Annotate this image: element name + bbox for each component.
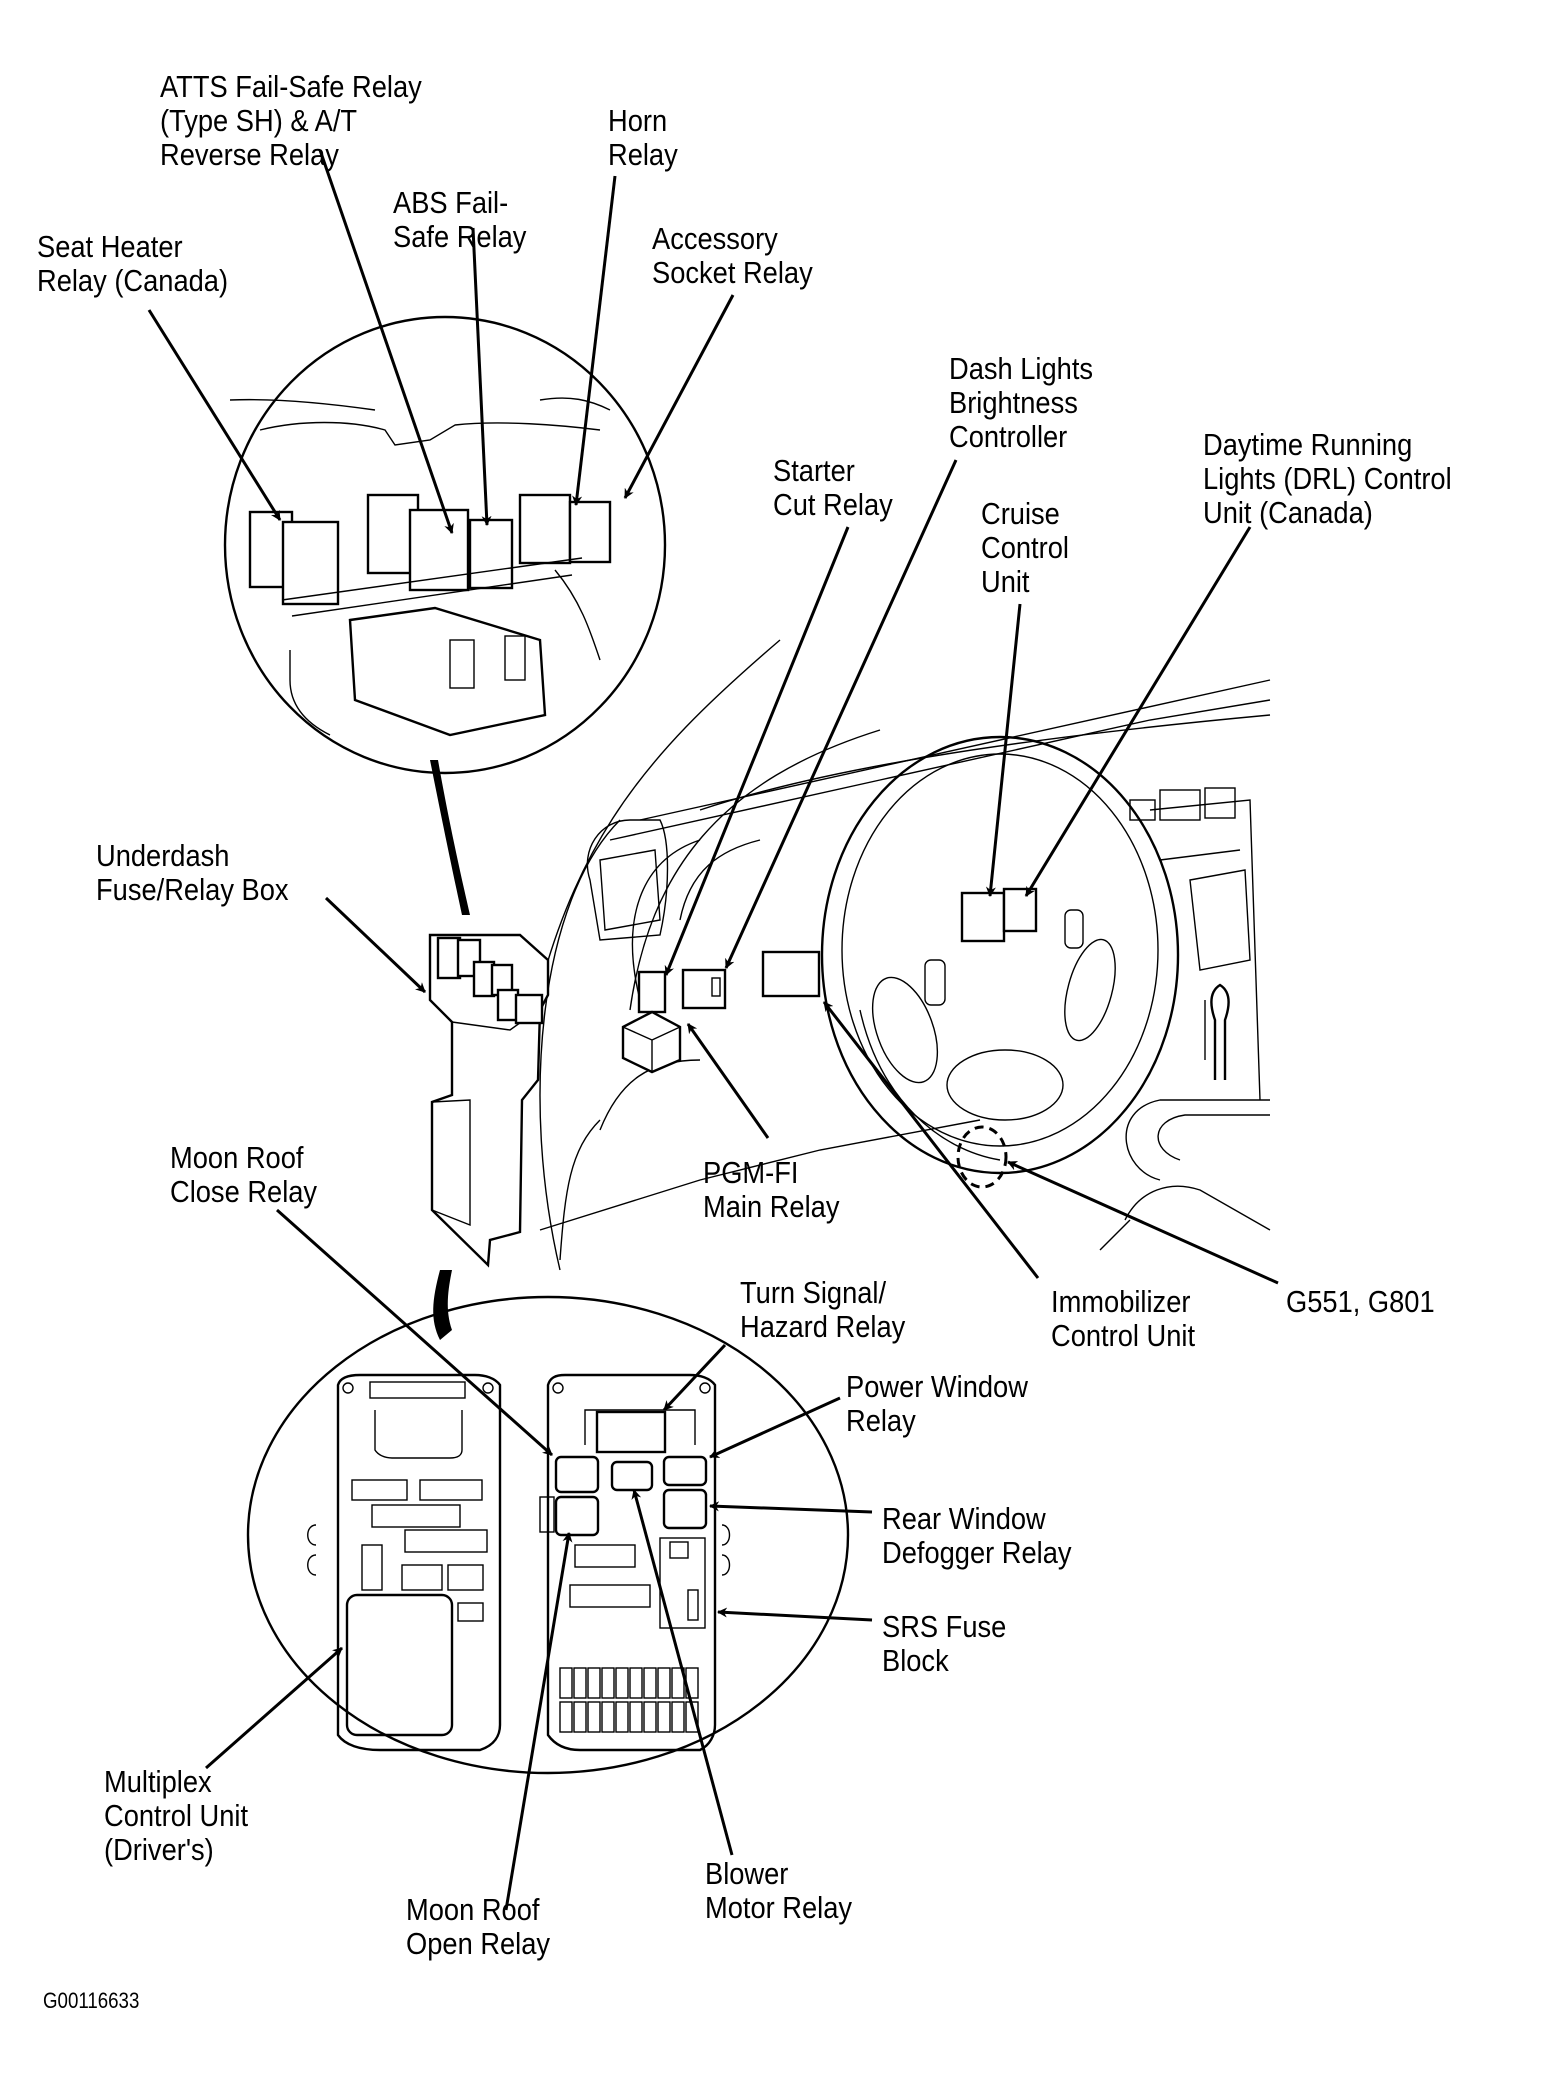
leader-rear-window: [709, 1501, 873, 1514]
dash-components: [621, 887, 1038, 1189]
moon-roof-open-relay: [554, 1495, 600, 1537]
figure-id: G00116633: [43, 1988, 140, 2013]
label-moon-roof-close-relay: Moon Roof Close Relay: [170, 1140, 318, 1209]
label-moon-roof-open-relay: Moon Roof Open Relay: [406, 1892, 551, 1961]
leader-dash-lights: [724, 459, 958, 969]
bottom-detail-circle: [246, 1295, 850, 1775]
label-pgm-fi-main-relay: PGM-FI Main Relay: [703, 1155, 840, 1224]
leader-drl: [1024, 526, 1252, 897]
turn-signal-relay: [595, 1410, 667, 1454]
starter-cut-relay: [637, 970, 667, 1014]
label-multiplex-control-unit: Multiplex Control Unit (Driver's): [104, 1764, 249, 1867]
label-abs-fail-safe-relay: ABS Fail- Safe Relay: [393, 185, 527, 254]
atts-fail-safe-relay: [408, 508, 470, 592]
blower-motor-relay: [610, 1460, 654, 1492]
leader-starter: [664, 526, 850, 976]
label-atts-fail-safe-relay: ATTS Fail-Safe Relay (Type SH) & A/T Rev…: [160, 69, 422, 172]
leader-multiplex: [205, 1646, 343, 1770]
top-detail-circle: [223, 315, 667, 775]
label-dash-lights-controller: Dash Lights Brightness Controller: [949, 351, 1094, 454]
ground-location-circle: [956, 1125, 1008, 1189]
cruise-control-unit: [960, 891, 1006, 943]
power-window-relay: [662, 1455, 708, 1487]
dashboard-drawing: [519, 639, 1271, 1271]
label-blower-motor-relay: Blower Motor Relay: [705, 1856, 853, 1925]
leader-accessory: [623, 294, 735, 499]
label-rear-window-defogger-relay: Rear Window Defogger Relay: [882, 1501, 1072, 1570]
leader-lines: [147, 149, 1279, 1911]
label-seat-heater-relay: Seat Heater Relay (Canada): [37, 229, 229, 298]
label-ground-points: G551, G801: [1286, 1284, 1435, 1319]
label-power-window-relay: Power Window Relay: [846, 1369, 1028, 1438]
leader-moon-roof-close: [276, 1208, 553, 1457]
label-immobilizer-control-unit: Immobilizer Control Unit: [1051, 1284, 1196, 1353]
label-horn-relay: Horn Relay: [608, 103, 678, 172]
leader-abs: [471, 227, 492, 526]
rear-window-defogger-relay: [662, 1488, 708, 1530]
leader-underdash: [324, 896, 427, 994]
leader-moon-roof-open: [504, 1532, 573, 1911]
drl-control-unit: [1002, 887, 1038, 933]
leader-ground: [1007, 1160, 1279, 1285]
leader-pgm-fi: [686, 1023, 770, 1139]
label-drl-control-unit: Daytime Running Lights (DRL) Control Uni…: [1203, 427, 1452, 530]
leader-immobilizer: [822, 1001, 1040, 1279]
label-turn-signal-relay: Turn Signal/ Hazard Relay: [740, 1275, 906, 1344]
leader-srs: [717, 1607, 873, 1622]
horn-relay: [518, 493, 572, 565]
fuse-grid: [559, 1667, 699, 1733]
dash-lights-controller: [681, 968, 727, 1010]
leader-cruise: [985, 603, 1022, 897]
label-underdash-fuse-relay-box: Underdash Fuse/Relay Box: [96, 838, 289, 907]
steering-wheel: [820, 735, 1180, 1175]
label-accessory-socket-relay: Accessory Socket Relay: [652, 221, 813, 290]
leader-horn: [572, 175, 617, 506]
label-srs-fuse-block: SRS Fuse Block: [882, 1609, 1007, 1678]
moon-roof-close-relay: [554, 1455, 600, 1494]
leader-power-window: [709, 1396, 841, 1459]
leader-atts: [318, 149, 454, 534]
abs-fail-safe-relay: [468, 518, 514, 590]
leader-turn-signal: [662, 1343, 727, 1412]
accessory-socket-relay: [568, 500, 612, 564]
immobilizer-control-unit: [761, 950, 821, 998]
leader-seat-heater: [147, 309, 282, 521]
multiplex-control-unit: [345, 1593, 454, 1737]
label-starter-cut-relay: Starter Cut Relay: [773, 453, 893, 522]
label-cruise-control-unit: Cruise Control Unit: [981, 496, 1069, 599]
underdash-fuse-relay-box: [428, 760, 550, 1340]
leader-blower: [631, 1489, 734, 1856]
